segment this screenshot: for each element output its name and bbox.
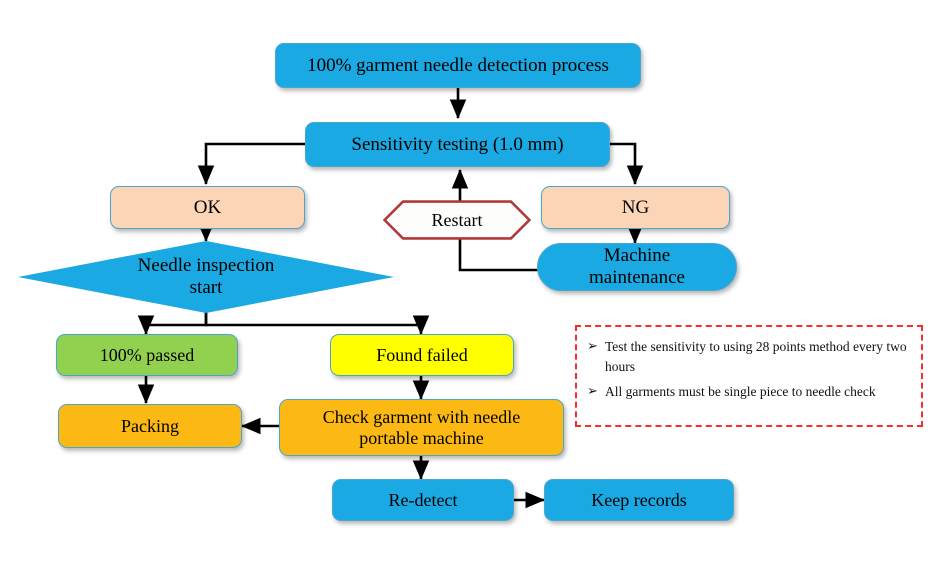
edge-sensitivity-to-ok xyxy=(197,142,305,186)
node-check-garment-label-line1: Check garment with needle xyxy=(322,406,521,427)
node-keep-records-label: Keep records xyxy=(591,489,687,510)
node-ok[interactable]: OK xyxy=(110,186,305,229)
node-re-detect[interactable]: Re-detect xyxy=(332,479,514,521)
node-re-detect-label: Re-detect xyxy=(388,489,458,510)
node-packing-label: Packing xyxy=(121,415,179,436)
edge-sensitivity-to-ng xyxy=(610,142,644,186)
node-needle-inspection-start-label-line2: start xyxy=(189,277,223,298)
note-item-text: Test the sensitivity to using 28 points … xyxy=(605,339,907,374)
node-ng-label: NG xyxy=(621,196,650,218)
node-100-percent-passed[interactable]: 100% passed xyxy=(56,334,238,376)
inspection-diamond-shape xyxy=(18,241,394,313)
node-needle-inspection-start[interactable]: Needle inspection start xyxy=(18,241,394,313)
node-100-percent-passed-label: 100% passed xyxy=(99,344,195,365)
node-sensitivity-testing-label: Sensitivity testing (1.0 mm) xyxy=(351,133,564,155)
node-found-failed[interactable]: Found failed xyxy=(330,334,514,376)
node-machine-maintenance-label-line2: maintenance xyxy=(588,267,685,288)
node-ng[interactable]: NG xyxy=(541,186,730,229)
node-start[interactable]: 100% garment needle detection process xyxy=(275,43,641,88)
node-found-failed-label: Found failed xyxy=(376,344,468,365)
node-check-garment-label-line2: portable machine xyxy=(359,427,484,448)
edge-inspection-to-failed xyxy=(204,311,430,336)
node-keep-records[interactable]: Keep records xyxy=(544,479,734,521)
edge-inspection-to-passed xyxy=(137,311,208,336)
node-machine-maintenance[interactable]: Machine maintenance xyxy=(537,243,737,291)
node-sensitivity-testing[interactable]: Sensitivity testing (1.0 mm) xyxy=(305,122,610,167)
note-item: ➢ Test the sensitivity to using 28 point… xyxy=(587,337,909,376)
bullet-arrow-icon: ➢ xyxy=(587,383,598,399)
node-packing[interactable]: Packing xyxy=(58,404,242,448)
note-item: ➢ All garments must be single piece to n… xyxy=(587,382,909,402)
node-needle-inspection-start-label: Needle inspection start xyxy=(18,241,394,313)
notes-callout: ➢ Test the sensitivity to using 28 point… xyxy=(575,325,923,427)
restart-hexagon-shape xyxy=(383,200,531,240)
note-item-text: All garments must be single piece to nee… xyxy=(605,384,876,400)
node-ok-label: OK xyxy=(193,196,222,218)
node-needle-inspection-start-label-line1: Needle inspection xyxy=(137,255,275,276)
node-restart[interactable]: Restart xyxy=(383,200,531,240)
node-check-garment[interactable]: Check garment with needle portable machi… xyxy=(279,399,564,456)
node-restart-label: Restart xyxy=(431,209,483,230)
node-machine-maintenance-label-line1: Machine xyxy=(603,245,671,267)
node-start-label: 100% garment needle detection process xyxy=(307,54,609,76)
bullet-arrow-icon: ➢ xyxy=(587,338,598,353)
